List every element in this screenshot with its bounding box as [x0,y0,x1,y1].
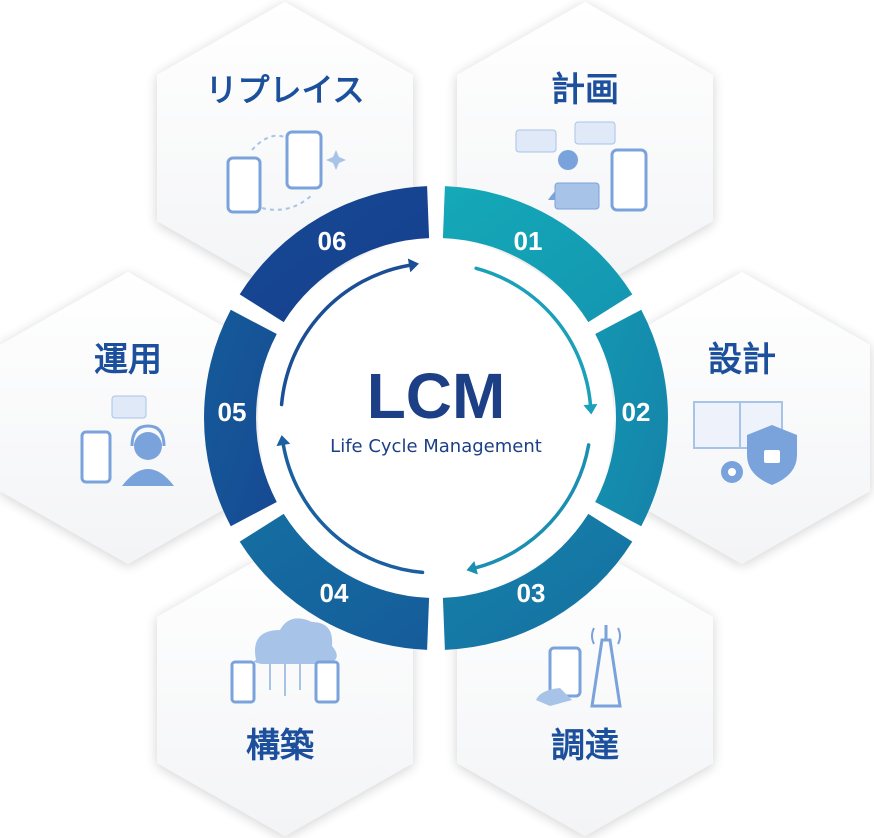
cycle-arrow-2 [474,443,591,570]
segment-number-02: 02 [622,397,651,427]
ring-segment-3 [442,513,633,650]
cycle-arrow-3 [281,443,425,575]
cycle-arrowhead-3 [276,435,291,447]
ring-segment-2 [595,309,668,527]
cycle-arrowhead-4 [407,258,419,273]
design-book-shield-icon [693,401,797,485]
build-cloud-network-icon [230,618,340,704]
hex-title-build: 構築 [246,726,315,766]
hex-title-operation: 運用 [94,340,162,380]
segment-number-01: 01 [514,226,543,256]
segment-number-06: 06 [318,226,347,256]
center-subtitle: Life Cycle Management [330,436,542,457]
replace-devices-icon [226,130,346,214]
hex-title-procurement: 調達 [551,726,619,766]
planning-person-laptop-icon [515,121,648,212]
segment-number-05: 05 [218,397,247,427]
cycle-arrow-1 [474,266,593,407]
hex-title-design: 設計 [708,340,776,380]
cycle-arrow-4 [279,263,411,407]
ring-segment-1 [442,186,633,323]
procurement-tower-phone-icon [536,625,622,708]
ring-segment-6 [239,186,430,323]
ring-segment-4 [239,513,430,650]
cycle-arrowhead-1 [583,403,598,415]
segment-number-04: 04 [320,578,349,608]
operation-support-icon [80,395,174,486]
cycle-arrowhead-2 [466,560,478,575]
center-circle [258,240,614,596]
segment-number-03: 03 [517,578,546,608]
center-title: LCM [367,360,506,432]
hex-title-replace: リプレイス [205,71,364,109]
hex-title-planning: 計画 [551,70,619,110]
ring-segment-5 [204,309,277,527]
